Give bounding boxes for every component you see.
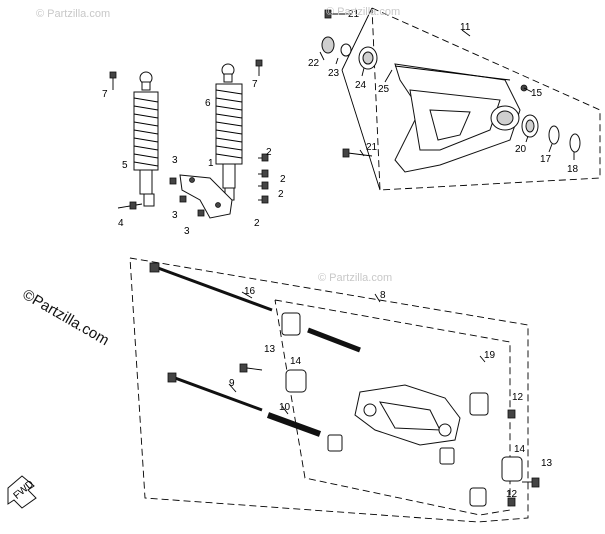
- watermark-center: © Partzilla.com: [318, 272, 393, 284]
- callout: 2: [266, 147, 272, 158]
- callout: 3: [172, 210, 178, 221]
- callout: 14: [290, 356, 302, 367]
- callout: 13: [264, 344, 276, 355]
- callout: 1: [208, 158, 214, 169]
- callout: 20: [515, 144, 527, 155]
- swing-arm-group: [319, 7, 601, 191]
- part-18-clip: [569, 133, 581, 153]
- callout: 9: [229, 378, 235, 389]
- callout: 8: [380, 290, 386, 301]
- forward-arrow-icon: FWD: [7, 475, 37, 509]
- callout: 16: [244, 286, 256, 297]
- callout: 2: [280, 174, 286, 185]
- callout: 18: [567, 164, 579, 175]
- callout: 14: [514, 444, 526, 455]
- callout: 23: [328, 68, 340, 79]
- callout: 21: [366, 142, 378, 153]
- callout: 4: [118, 218, 124, 229]
- watermark-top: © Partzilla.com: [36, 8, 111, 20]
- callout: 12: [506, 489, 518, 500]
- callout: 3: [184, 226, 190, 237]
- callout: 2: [278, 189, 284, 200]
- callout: 25: [378, 84, 390, 95]
- part-14-bushing-right: [501, 456, 523, 482]
- part-17-ring: [548, 125, 560, 145]
- callout: 7: [102, 89, 108, 100]
- watermark-right: © Partzilla.com: [326, 6, 401, 18]
- callout: 12: [512, 392, 524, 403]
- callout: 13: [541, 458, 553, 469]
- callout: 6: [205, 98, 211, 109]
- callout: 15: [531, 88, 543, 99]
- part-22-washer: [321, 36, 335, 54]
- callout: 5: [122, 160, 128, 171]
- engine-mount-group: [129, 257, 540, 523]
- callout: 21: [348, 9, 360, 20]
- shock-absorber-right: [215, 63, 243, 201]
- part-14-bushing-left: [285, 369, 307, 393]
- callout: 10: [279, 402, 291, 413]
- callout: 2: [254, 218, 260, 229]
- shock-absorber-left: [117, 71, 159, 210]
- callout: 24: [355, 80, 367, 91]
- callout: 11: [460, 22, 471, 33]
- bolts-2: [258, 153, 269, 204]
- callout: 17: [540, 154, 552, 165]
- callout: 3: [172, 155, 178, 166]
- nuts-3: [169, 177, 205, 217]
- part-bushing-upper: [281, 312, 301, 336]
- callout: 19: [484, 350, 496, 361]
- callout: 22: [308, 58, 320, 69]
- callout: 7: [252, 79, 258, 90]
